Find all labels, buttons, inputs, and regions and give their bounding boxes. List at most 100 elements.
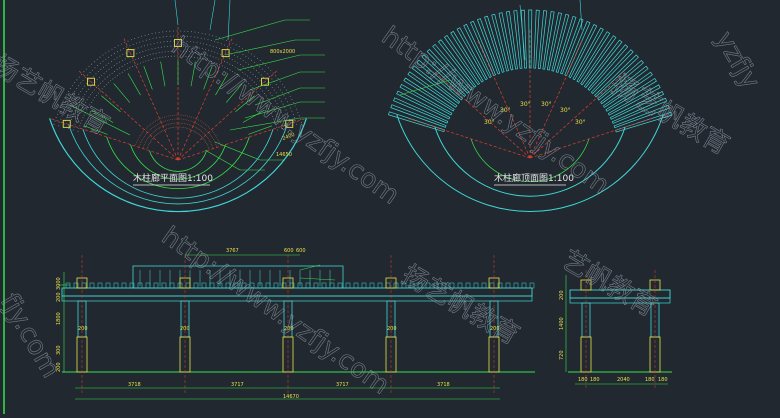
plan-hatch <box>97 92 99 94</box>
plan-hatch <box>191 125 193 127</box>
plan-hatch <box>266 105 268 107</box>
plan-hatch <box>92 83 94 85</box>
side-elevation: 180 180 2040 180 180 1400 200 720 <box>559 270 672 390</box>
plan-hatch <box>219 64 221 66</box>
plan-hatch <box>131 66 133 67</box>
plan-hatch <box>98 84 99 86</box>
plan-tick <box>225 83 243 103</box>
plan-hatch <box>290 121 292 123</box>
plan-hatch <box>279 80 281 82</box>
plan-arc <box>82 128 274 199</box>
plan-hatch <box>211 136 212 137</box>
plan-hatch <box>206 130 208 132</box>
plan-hatch <box>284 106 286 108</box>
elev-rafter-end <box>345 282 351 289</box>
plan-hatch <box>143 55 145 57</box>
plan-hatch <box>170 119 172 121</box>
plan-tick <box>127 73 141 96</box>
plan-hatch <box>167 128 169 129</box>
plan-hatch <box>250 85 252 87</box>
elev-rafter-end <box>185 282 191 289</box>
plan-hatch <box>152 38 154 39</box>
plan-hatch <box>145 127 147 129</box>
plan-hatch <box>140 133 142 135</box>
plan-hatch <box>236 74 238 76</box>
elev-bottom-dim: 3718 <box>128 382 141 388</box>
plan-hatch <box>162 117 164 119</box>
plan-hatch <box>278 119 280 121</box>
elev-rafter-end <box>113 282 119 289</box>
plan-hatch <box>86 91 88 93</box>
plan-hatch <box>292 113 294 115</box>
plan-hatch <box>139 145 140 147</box>
plan-hatch <box>68 91 70 93</box>
top-rafter <box>484 15 505 73</box>
top-rafter <box>411 65 461 104</box>
plan-hatch <box>191 129 193 131</box>
plan-hatch <box>197 133 199 135</box>
plan-hatch <box>153 121 155 123</box>
plan-hatch <box>204 140 206 142</box>
plan-hatch <box>80 82 82 84</box>
plan-hatch <box>265 79 267 81</box>
plan-hatch <box>238 46 240 47</box>
plan-tick <box>235 95 255 113</box>
watermarks: http://www.yzfjy.com http://www.yzfjy.co… <box>0 21 766 401</box>
plan-hatch <box>267 89 269 91</box>
plan-hatch <box>68 99 70 101</box>
plan-hatch <box>74 82 76 84</box>
plan-hatch <box>70 119 72 120</box>
plan-hatch <box>86 68 87 70</box>
plan-hatch <box>216 145 217 147</box>
elev-side-dim: 1800 <box>56 312 62 325</box>
elev-rafter-end <box>193 282 199 289</box>
plan-hatch <box>105 84 107 86</box>
plan-hatch <box>147 138 149 140</box>
plan-hatch <box>81 73 82 75</box>
plan-hatch <box>146 54 148 56</box>
plan-hatch <box>151 33 153 35</box>
plan-hatch <box>214 133 216 135</box>
top-rafter <box>432 43 473 91</box>
plan-hatch <box>212 35 214 37</box>
watermark: http://www.yzfjy.com <box>156 221 395 401</box>
plan-hatch <box>285 98 287 100</box>
plan-hatch <box>281 111 282 113</box>
plan-hatch <box>141 35 143 37</box>
plan-hatch <box>254 89 256 91</box>
top-rafter <box>476 18 501 75</box>
side-lines <box>565 270 672 390</box>
plan-hatch <box>163 121 165 122</box>
plan-hatch <box>191 56 193 58</box>
plan-hatch <box>158 118 160 120</box>
plan-hatch <box>155 130 156 132</box>
top-rafter <box>520 9 527 69</box>
top-rafter <box>399 83 453 116</box>
plan-column <box>221 49 230 58</box>
plan-hatch <box>173 126 175 128</box>
plan-hatch <box>220 43 222 45</box>
plan-hatch <box>114 46 116 48</box>
plan-hatch <box>214 51 216 53</box>
plan-hatch <box>149 129 151 131</box>
plan-hatch <box>200 120 201 122</box>
plan-hatch <box>179 118 181 120</box>
elev-rafter-end <box>313 282 319 289</box>
plan-hatch <box>93 75 95 77</box>
angle-label: 30° <box>484 119 495 126</box>
plan-hatch <box>213 140 215 142</box>
plan-hatch <box>53 123 55 125</box>
elev-rafter-end <box>89 282 95 289</box>
plan-hatch <box>183 114 185 116</box>
top-arc <box>434 126 626 197</box>
top-rafter <box>572 27 604 81</box>
plan-hatch <box>208 60 210 62</box>
plan-hatch <box>119 61 121 63</box>
plan-hatch <box>148 59 150 61</box>
plan-hatch <box>283 117 285 119</box>
plan-hatch <box>74 123 76 125</box>
plan-hatch <box>93 61 95 63</box>
plan-hatch <box>83 71 85 73</box>
top-rafter <box>613 104 670 129</box>
plan-hatch <box>72 93 74 95</box>
